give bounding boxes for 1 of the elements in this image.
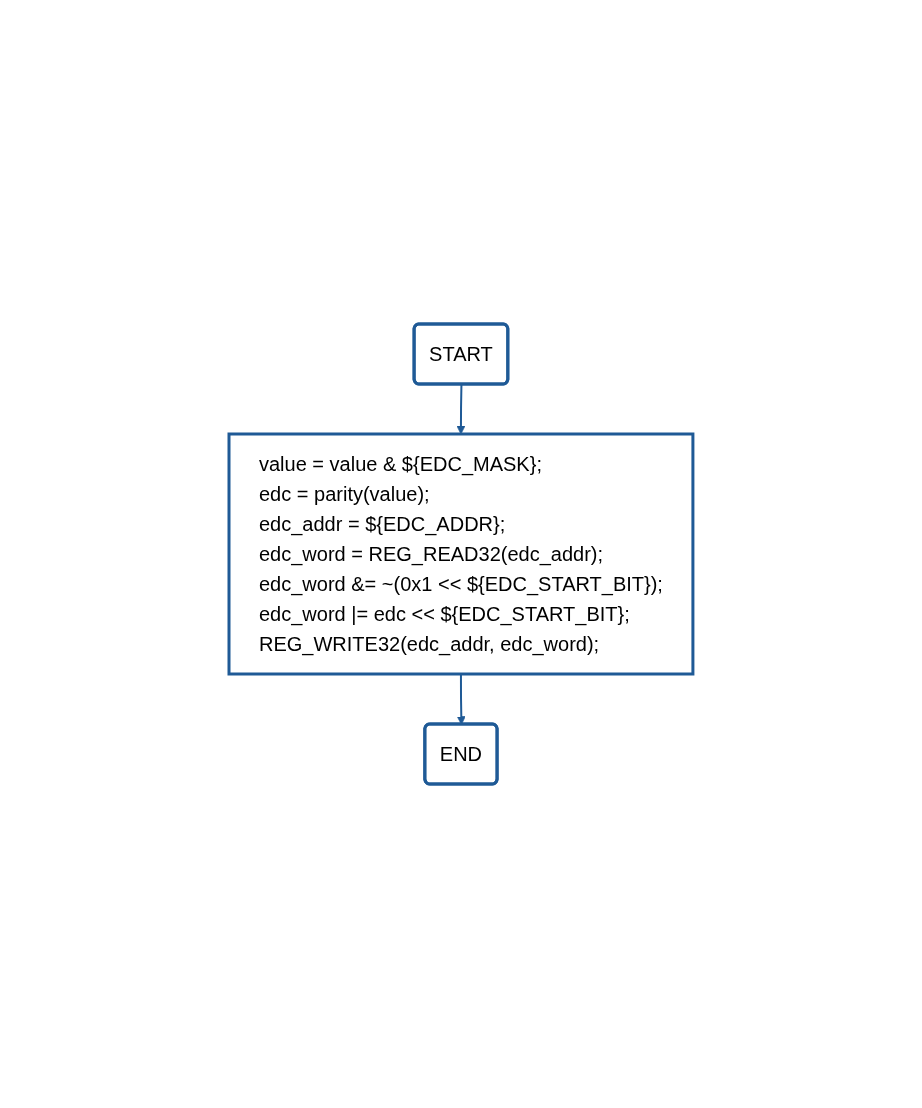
node-box: value = value & ${EDC_MASK}; edc = parity(value); edc_addr = ${EDC_ADDR}; edc_word = REG_READ32(edc_addr); edc_word &= ~(0x1 << ${EDC_START_BIT}); edc_word |= edc << ${EDC_START_BIT}; REG_WRITE32(edc_addr, edc_word);: [227, 432, 695, 676]
